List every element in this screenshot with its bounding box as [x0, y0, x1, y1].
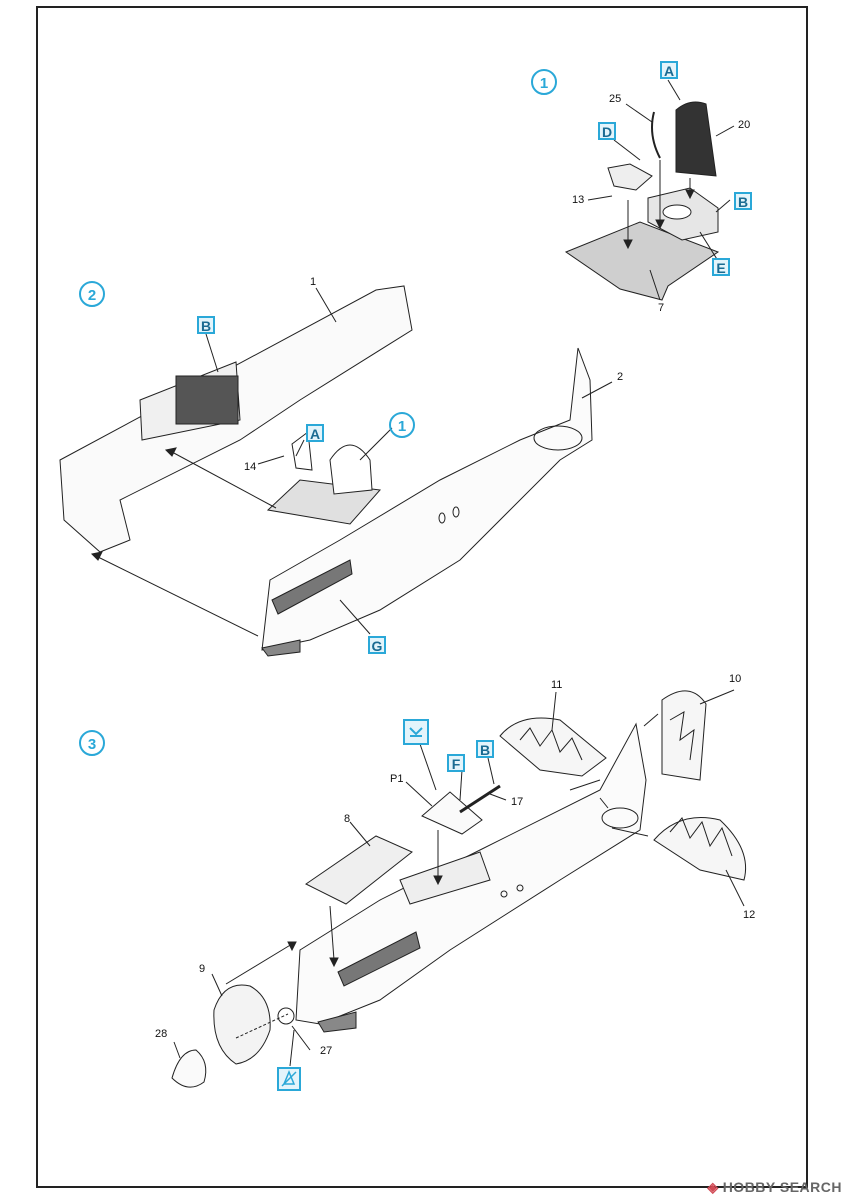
step1-letter-A: A: [660, 61, 678, 79]
callout-28: 28: [155, 1028, 168, 1040]
seat-back-part-20: [675, 101, 717, 177]
callout-25: 25: [609, 93, 622, 105]
callout-8: 8: [344, 813, 351, 825]
callout-14: 14: [244, 461, 257, 473]
step-1-badge: 1: [531, 69, 557, 95]
canopy-part-P1: [421, 791, 483, 835]
watermark-text: HOBBY SEARCH: [722, 1179, 842, 1195]
cowl-part-9: [213, 984, 271, 1065]
step2-letter-B: B: [197, 316, 215, 334]
stabilizer-part-12: [653, 817, 747, 881]
callout-27: 27: [320, 1045, 333, 1057]
glue-icon: [277, 1067, 301, 1091]
step1-seat-assembly: [564, 79, 735, 301]
callout-17: 17: [511, 796, 524, 808]
callout-2: 2: [617, 371, 624, 383]
callout-13: 13: [572, 194, 585, 206]
step2-letter-G: G: [368, 636, 386, 654]
rudder-part-10: [661, 690, 707, 781]
hub-part-27: [277, 1007, 295, 1025]
step2-letter-A: A: [306, 424, 324, 442]
step1-letter-E: E: [712, 258, 730, 276]
callout-10: 10: [729, 673, 742, 685]
step3-final-assembly: [171, 689, 747, 1088]
hobby-search-logo-icon: ◈: [707, 1179, 719, 1195]
antenna-part-17: [459, 784, 501, 814]
hobby-search-watermark: ◈HOBBY SEARCH: [707, 1179, 842, 1196]
step1-letter-B: B: [734, 192, 752, 210]
clear-part-icon: [403, 719, 429, 745]
stick-part-13: [607, 163, 653, 191]
step2-subassembly-1-badge: 1: [389, 412, 415, 438]
step1-letter-D: D: [598, 122, 616, 140]
radio-rack: [175, 375, 239, 425]
step3-letter-B: B: [476, 740, 494, 758]
callout-11: 11: [551, 679, 563, 691]
callout-1: 1: [310, 276, 317, 288]
callout-7: 7: [658, 302, 665, 314]
step2-fuselage: [59, 285, 613, 657]
callout-12: 12: [743, 909, 756, 921]
panel-part-8: [305, 835, 413, 905]
step3-letter-F: F: [447, 754, 465, 772]
spinner-part-28: [171, 1049, 207, 1088]
callout-9: 9: [199, 963, 206, 975]
floor-part-7: [564, 221, 720, 301]
callout-20: 20: [738, 119, 751, 131]
harness-part-25: [651, 111, 661, 159]
instruction-frame: [36, 6, 808, 1188]
callout-P1: P1: [390, 773, 404, 785]
step-3-badge: 3: [79, 730, 105, 756]
step-2-badge: 2: [79, 281, 105, 307]
stabilizer-part-11: [499, 717, 607, 777]
